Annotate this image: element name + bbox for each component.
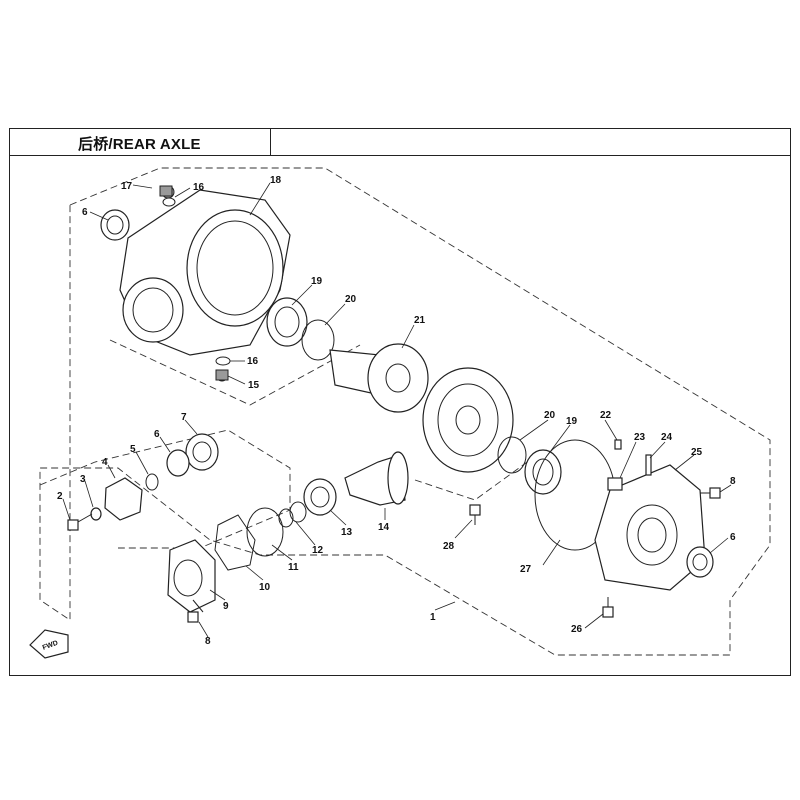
callout-labels: 17 16 18 6 19 20 21 16 15 20 19 22 23 24…: [57, 175, 736, 647]
callout-21: 21: [414, 315, 426, 326]
callout-24: 24: [661, 432, 673, 443]
o-ring-top: [301, 319, 335, 361]
bolt-26: [602, 597, 614, 618]
output-shaft: [329, 343, 429, 413]
callout-6-right: 6: [730, 532, 736, 543]
callout-13: 13: [341, 527, 353, 538]
callout-20-top: 20: [345, 294, 357, 305]
flange-9: [167, 539, 216, 613]
pin-24: [645, 454, 652, 476]
assembly-boundary: [39, 167, 771, 656]
fill-plug-17: [159, 185, 173, 197]
callout-19-top: 19: [311, 276, 323, 287]
callout-14: 14: [378, 522, 390, 533]
oil-seal-6: [166, 449, 190, 477]
pinion-gear: [344, 451, 409, 506]
flange-4: [104, 477, 143, 521]
bearing-19-right: [524, 449, 562, 495]
callout-10: 10: [259, 582, 271, 593]
bolt-8-right: [700, 487, 721, 499]
callout-23: 23: [634, 432, 646, 443]
callout-16-bottom: 16: [247, 356, 259, 367]
callout-6-top: 6: [82, 207, 88, 218]
shim-12b: [278, 508, 294, 528]
callout-20-right: 20: [544, 410, 556, 421]
washer-16-bottom: [215, 356, 231, 366]
cover-25: [594, 464, 706, 591]
fwd-arrow-icon: FWD: [29, 629, 69, 659]
bearing-7: [185, 433, 219, 471]
shim-12a: [289, 501, 307, 523]
page-title: 后桥/REAR AXLE: [78, 136, 201, 153]
leader-lines: [62, 182, 732, 638]
callout-17: 17: [121, 181, 133, 192]
diagram-frame: [9, 128, 791, 676]
callout-26: 26: [571, 624, 583, 635]
callout-9: 9: [223, 601, 229, 612]
callout-8-right: 8: [730, 476, 736, 487]
callout-3: 3: [80, 474, 86, 485]
callout-27: 27: [520, 564, 532, 575]
callout-19-right: 19: [566, 416, 578, 427]
callout-8-left: 8: [205, 636, 211, 647]
callout-15: 15: [248, 380, 260, 391]
title-rule: [271, 155, 791, 156]
title-box: [9, 128, 271, 156]
rear-axle-housing: [119, 185, 291, 382]
callout-2: 2: [57, 491, 63, 502]
bolt-28: [469, 504, 481, 525]
ring-5: [145, 473, 159, 491]
callout-18: 18: [270, 175, 282, 186]
bolt-2: [67, 513, 93, 531]
oil-seal-right: [686, 546, 714, 578]
callout-4: 4: [102, 457, 108, 468]
bearing-13: [303, 478, 337, 516]
callout-12: 12: [312, 545, 324, 556]
gasket-10: [214, 514, 256, 571]
o-ring-11: [246, 507, 284, 557]
oil-seal-top: [100, 209, 130, 241]
callout-6-left: 6: [154, 429, 160, 440]
bearing-top: [266, 297, 308, 347]
bracket-23: [607, 477, 623, 491]
callout-11: 11: [288, 562, 299, 573]
callout-28: 28: [443, 541, 455, 552]
drain-plug-15: [215, 369, 229, 381]
callout-22: 22: [600, 410, 612, 421]
callout-1: 1: [430, 612, 436, 623]
callout-16-top: 16: [193, 182, 205, 193]
sub-boundary-housing: [109, 339, 361, 406]
bolt-8-left: [187, 599, 204, 623]
washer-16-top: [162, 197, 176, 207]
callout-5: 5: [130, 444, 136, 455]
callout-25: 25: [691, 447, 703, 458]
washer-3: [90, 507, 102, 521]
o-ring-20-right: [497, 436, 527, 474]
pin-22: [614, 439, 622, 450]
ring-gear: [422, 367, 514, 473]
callout-7: 7: [181, 412, 187, 423]
